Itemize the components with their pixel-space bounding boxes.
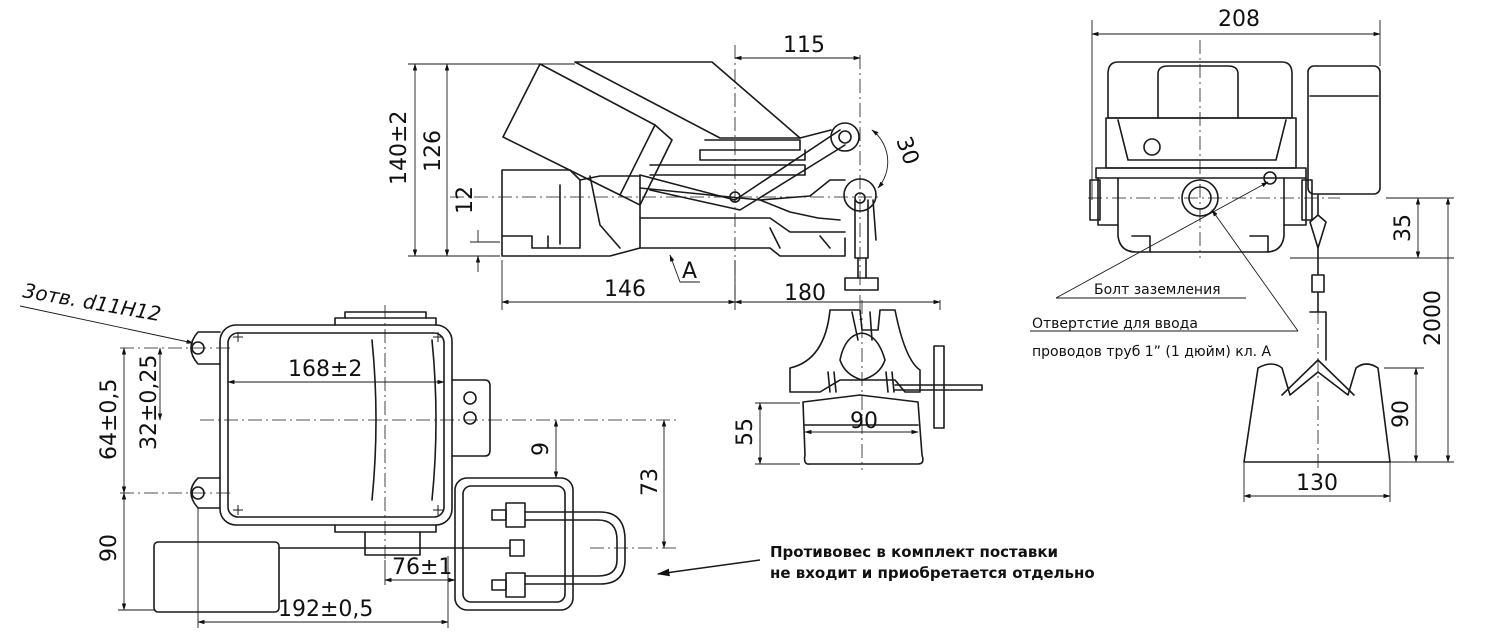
dim-130: 130 bbox=[1296, 471, 1338, 496]
roller-view: 55 90 bbox=[733, 300, 983, 470]
holes-label: 3отв. d11H12 bbox=[21, 278, 163, 326]
dim-126: 126 bbox=[421, 130, 446, 172]
counterweight-note: Противовес в комплект поставки не входит… bbox=[656, 543, 1095, 582]
dim-168: 168±2 bbox=[288, 357, 362, 382]
dim-2000: 2000 bbox=[1421, 290, 1446, 346]
dim-12: 12 bbox=[453, 186, 478, 214]
dim-180: 180 bbox=[784, 281, 826, 306]
plan-view: 3отв. d11H12 168±2 64±0,5 32±0,25 90 9 7… bbox=[19, 278, 680, 628]
dim-plan-90: 90 bbox=[97, 534, 122, 562]
dim-32: 32±0,25 bbox=[137, 355, 162, 450]
entry-label-1: Отвертстие для ввода bbox=[1032, 316, 1198, 332]
dim-192: 192±0,5 bbox=[278, 597, 373, 622]
dim-front-90: 90 bbox=[1389, 400, 1414, 428]
dim-35: 35 bbox=[1391, 214, 1416, 242]
entry-label-2: проводов труб 1” (1 дюйм) кл. А bbox=[1032, 344, 1272, 360]
dim-73: 73 bbox=[638, 468, 663, 496]
dim-208: 208 bbox=[1218, 7, 1260, 32]
dim-140: 140±2 bbox=[387, 111, 412, 185]
front-view: 208 35 2000 90 130 Болт заземления Отвер… bbox=[1030, 7, 1454, 502]
dim-64: 64±0,5 bbox=[97, 379, 122, 460]
dim-55: 55 bbox=[733, 418, 758, 446]
note-line-1: Противовес в комплект поставки bbox=[770, 543, 1058, 561]
dim-76: 76±1 bbox=[392, 555, 452, 580]
dim-115: 115 bbox=[783, 33, 825, 58]
dim-146: 146 bbox=[604, 277, 646, 302]
ground-bolt-label: Болт заземления bbox=[1094, 282, 1221, 298]
view-label-a: A bbox=[682, 259, 697, 284]
dim-roller-90: 90 bbox=[850, 409, 878, 434]
note-line-2: не входит и приобретается отдельно bbox=[770, 564, 1095, 582]
dim-9: 9 bbox=[529, 442, 554, 456]
side-view: 115 140±2 126 12 30 146 180 A bbox=[387, 33, 941, 320]
dim-angle-30: 30 bbox=[890, 134, 923, 169]
